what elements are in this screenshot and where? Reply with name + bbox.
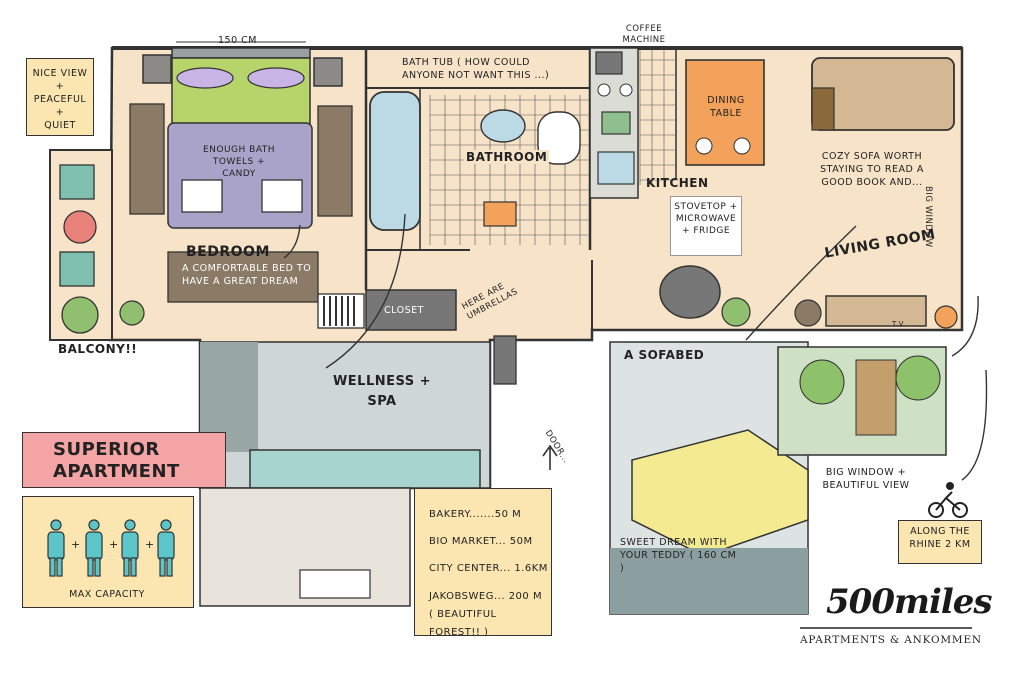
balcony-table [63,210,97,244]
arrow-bed-note [283,224,301,259]
bathtub [369,91,421,231]
view-line: NICE VIEW [32,68,88,79]
bedroom-mat [167,251,319,303]
plate [695,137,713,155]
arrow-sofabed [745,225,857,341]
bed-width-label: 150 CM [218,35,257,46]
tree [799,359,845,405]
big-window-view-label: BIG WINDOW + BEAUTIFUL VIEW [822,467,910,491]
bathroom-mat [483,201,517,227]
bathtub-label: BATH TUB ( HOW COULD ANYONE NOT WANT THI… [402,57,550,81]
view-line: + [55,107,65,118]
pouf [794,299,822,327]
towel-right [261,179,303,213]
capacity-plus: + [71,538,81,551]
spa-bathtub [249,449,481,489]
balcony-label: BALCONY!! [58,342,138,356]
view-line: PEACEFUL [33,94,87,105]
towel-left [181,179,223,213]
title-line: APARTMENT [53,461,180,482]
sweet-dream-label: SWEET DREAM WITH YOUR TEDDY ( 160 CM ) [620,537,737,574]
balcony-chair [59,251,95,287]
pouf [721,297,751,327]
bed-headboard [171,47,311,59]
distance-item: ( BEAUTIFUL FOREST!! ) [429,609,497,638]
kitchen-tiles [639,50,676,185]
closet-label: CLOSET [384,305,424,316]
window-building [855,359,897,436]
bathroom-label: BATHROOM [464,150,550,164]
bedroom-label: BEDROOM [186,244,270,260]
nightstand-right [313,57,343,87]
side-rug-left [129,103,165,215]
title-line: SUPERIOR [53,439,160,460]
coffee-machine-label: COFFEE MACHINE [622,24,666,45]
view-line: QUIET [44,120,76,131]
sofabed-label: A SOFABED [624,348,705,362]
arrow-rhine [961,369,988,481]
rhine-note: ALONG THE RHINE 2 KM [898,520,982,564]
kitchen-label: KITCHEN [646,176,709,190]
distance-item: BIO MARKET... 50M [429,536,533,547]
distance-item: JAKOBSWEG... 200 M [429,591,543,602]
bathroom-sink [480,109,526,143]
arrow-door [542,444,558,470]
nightstand-left [142,54,172,84]
tv-stand [825,295,927,327]
spa-bathmat [299,569,371,599]
tv-label: T.V. [892,320,906,328]
arrow-wellness [325,213,406,369]
capacity-plus: + [145,538,155,551]
balcony-plant [61,296,99,334]
armchair [659,265,721,319]
sofabed [631,429,809,557]
brand-tagline: APARTMENTS & ANKOMMEN [800,634,982,646]
sofabed-floor [610,548,808,614]
towels-label: ENOUGH BATH TOWELS + CANDY [202,145,276,179]
tree [895,355,941,401]
capacity-plus: + [109,538,119,551]
sofa-cushion [811,87,835,131]
bed-note-label: A COMFORTABLE BED TO HAVE A GREAT DREAM [182,263,312,287]
distance-item: CITY CENTER... 1.6KM [429,563,548,574]
wellness-label: WELLNESS + SPA [330,372,434,412]
plate [733,137,751,155]
kitchen-sink [597,151,635,185]
view-note: NICE VIEW + PEACEFUL + QUIET [26,58,94,136]
pillow-right [247,67,305,89]
balcony-chair [59,164,95,200]
side-rug-right [317,105,353,217]
wicker-basket [934,305,958,329]
pillow-left [176,67,234,89]
coffee-machine [595,51,623,75]
view-line: + [55,81,65,92]
capacity-figures [47,519,175,577]
arrow-window [951,295,979,357]
stove-burner-2 [619,83,633,97]
dining-table-label: DINING TABLE [707,95,745,119]
stove-label: STOVETOP + MICROWAVE + FRIDGE [670,196,742,256]
distance-item: BAKERY.......50 M [429,509,522,520]
stove-burner-1 [597,83,611,97]
sofa-label: COZY SOFA WORTH STAYING TO READ A GOOD B… [820,151,924,188]
entrance-mat [493,335,517,385]
capacity-label: MAX CAPACITY [69,589,145,600]
distances-box: BAKERY.......50 M BIO MARKET... 50M CITY… [414,488,552,638]
brand-logo: 500miles [826,582,993,622]
apartment-title: SUPERIOR APARTMENT [22,432,226,488]
bedroom-plant [119,300,145,326]
bicycle-icon [928,482,968,518]
microwave [601,111,631,135]
